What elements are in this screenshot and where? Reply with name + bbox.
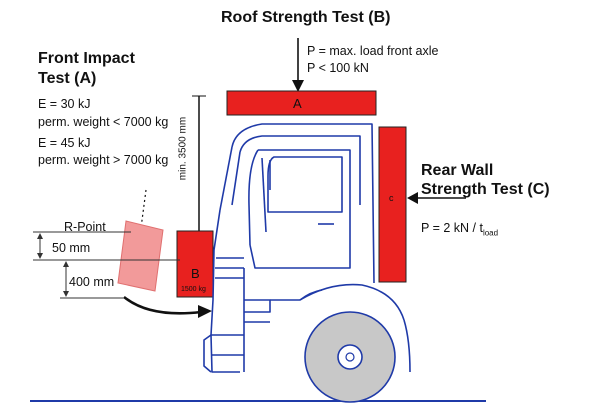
wheel-cap — [345, 352, 355, 362]
offset-label: 50 mm — [52, 241, 91, 255]
rear-wall-block-c — [378, 126, 407, 283]
pendulum-block-b — [176, 230, 214, 298]
rear-load-arrowhead — [407, 192, 418, 204]
wheel-hub — [337, 344, 363, 370]
height-label: 400 mm — [69, 275, 115, 289]
dim-50-arrow-bottom — [37, 253, 43, 259]
front-test-title-line2: Test (A) — [38, 70, 97, 87]
rear-load-prefix: P = 2 kN / t — [421, 221, 483, 235]
pendulum-swing-dotted — [140, 189, 147, 229]
roof-load-arrowhead — [292, 80, 304, 92]
rear-block-label: c — [389, 193, 394, 203]
rear-load-label: P = 2 kN / tload — [421, 221, 498, 241]
roof-block-a — [226, 90, 377, 116]
swing-arrow — [123, 295, 202, 315]
roof-load-line2: P < 100 kN — [307, 61, 369, 75]
rear-test-title-line2: Strength Test (C) — [421, 181, 550, 198]
min-height-label: min. 3500 mm — [177, 116, 189, 181]
rear-load-subscript: load — [482, 228, 499, 238]
pendulum-label: B — [191, 266, 200, 281]
front-energy-1: E = 30 kJ — [38, 97, 91, 111]
dim-400-arrow-bottom — [63, 291, 69, 297]
roof-test-title: Roof Strength Test (B) — [221, 9, 391, 26]
roof-block-label: A — [293, 96, 302, 111]
pendulum-tilted — [117, 220, 164, 292]
pendulum-mass: 1500 kg — [181, 286, 206, 293]
roof-load-line1: P = max. load front axle — [307, 44, 439, 58]
front-weight-2: perm. weight > 7000 kg — [38, 153, 169, 167]
swing-arrowhead — [198, 305, 212, 318]
front-energy-2: E = 45 kJ — [38, 136, 91, 150]
dim-50-arrow-top — [37, 233, 43, 239]
front-test-title-line1: Front Impact — [38, 50, 135, 67]
dim-400-arrow-top — [63, 261, 69, 267]
r-point-label: R-Point — [64, 220, 106, 234]
truck-cab — [203, 123, 411, 373]
rear-test-title-line1: Rear Wall — [421, 162, 494, 179]
front-weight-1: perm. weight < 7000 kg — [38, 115, 169, 129]
